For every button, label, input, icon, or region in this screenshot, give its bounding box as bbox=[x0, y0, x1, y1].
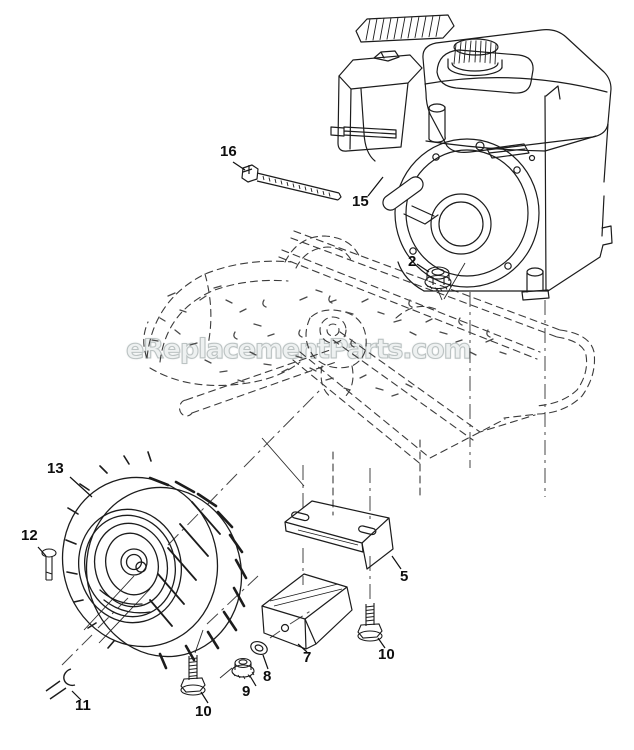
cable-tie-drawing bbox=[241, 164, 342, 201]
assembly-centerlines bbox=[61, 292, 546, 666]
washer-drawing bbox=[250, 640, 268, 656]
callout-8: 8 bbox=[263, 668, 272, 685]
weight-block-drawing bbox=[261, 573, 353, 650]
pin-drawing bbox=[41, 548, 57, 581]
bracket-drawing bbox=[284, 500, 394, 570]
flange-nut-2-drawing bbox=[424, 266, 452, 292]
callout-2: 2 bbox=[408, 253, 417, 270]
callout-12: 12 bbox=[21, 527, 38, 544]
hairpin-clip-drawing bbox=[45, 668, 76, 700]
tine-texture-marks bbox=[151, 285, 507, 397]
callout-leader-lines bbox=[37, 161, 430, 704]
callout-7: 7 bbox=[303, 649, 312, 666]
callout-10-right: 10 bbox=[378, 646, 395, 663]
tiller-frame-dashed-drawing bbox=[143, 230, 596, 516]
nut-9-drawing bbox=[231, 657, 255, 680]
engine-drawing bbox=[330, 14, 613, 301]
callout-9: 9 bbox=[242, 683, 251, 700]
wheel-drawing bbox=[61, 451, 248, 670]
callout-10-left: 10 bbox=[195, 703, 212, 720]
bolt-left-drawing bbox=[180, 655, 206, 696]
starter-handle bbox=[382, 176, 439, 225]
callout-11: 11 bbox=[75, 697, 91, 714]
callout-15: 15 bbox=[352, 193, 369, 210]
callout-13: 13 bbox=[47, 460, 64, 477]
callout-5: 5 bbox=[400, 568, 409, 585]
callout-16: 16 bbox=[220, 143, 237, 160]
bolt-right-drawing bbox=[357, 603, 383, 642]
watermark-text: eReplacementParts.com bbox=[125, 333, 472, 365]
